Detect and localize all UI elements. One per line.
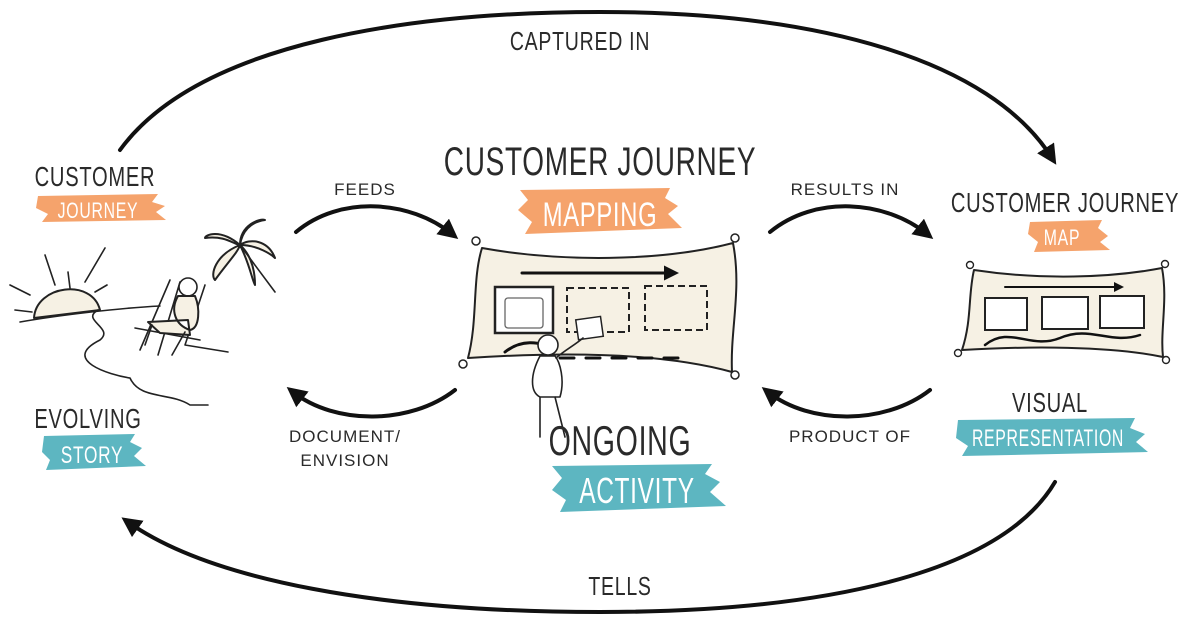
svg-text:EVOLVING: EVOLVING bbox=[34, 404, 141, 435]
suitcase-icon bbox=[504, 297, 544, 329]
teal-brush bbox=[956, 418, 1148, 456]
suitcase-card bbox=[493, 285, 555, 335]
document-envision-arrow bbox=[286, 387, 457, 419]
node-ongoing-activity: ONGOING ACTIVITY bbox=[549, 416, 726, 512]
svg-text:STORY: STORY bbox=[61, 442, 123, 468]
svg-text:CUSTOMER JOURNEY: CUSTOMER JOURNEY bbox=[444, 140, 756, 184]
node-customer-journey-mapping: CUSTOMER JOURNEY MAPPING bbox=[444, 140, 756, 234]
tells-label: TELLS bbox=[588, 571, 651, 600]
product-of-label: PRODUCT OF bbox=[789, 427, 911, 446]
node-visual-representation: VISUAL REPRESENTATION bbox=[956, 388, 1148, 456]
suitcase-card bbox=[984, 297, 1028, 331]
svg-text:CUSTOMER JOURNEY: CUSTOMER JOURNEY bbox=[951, 188, 1179, 219]
product-of-arrow bbox=[761, 387, 932, 419]
svg-text:VISUAL: VISUAL bbox=[1012, 388, 1088, 419]
node-evolving-story: EVOLVING STORY bbox=[34, 404, 146, 470]
svg-text:CUSTOMER: CUSTOMER bbox=[35, 162, 156, 193]
journey-map-board bbox=[458, 233, 740, 438]
svg-text:ACTIVITY: ACTIVITY bbox=[579, 470, 695, 511]
node-customer-journey: CUSTOMER JOURNEY bbox=[35, 162, 166, 224]
orange-brush bbox=[518, 188, 682, 234]
results-in-label: RESULTS IN bbox=[791, 180, 900, 199]
svg-text:ONGOING: ONGOING bbox=[549, 416, 692, 464]
airplane-card bbox=[1041, 296, 1089, 330]
feeds-label: FEEDS bbox=[334, 180, 396, 199]
results-in-arrow bbox=[768, 204, 934, 240]
sun-icon bbox=[33, 288, 101, 319]
deck-chair-icon bbox=[134, 279, 229, 356]
presenter-icon bbox=[537, 334, 559, 356]
svg-text:REPRESENTATION: REPRESENTATION bbox=[972, 426, 1124, 452]
captured-in-label: CAPTURED IN bbox=[510, 26, 650, 55]
node-customer-journey-map: CUSTOMER JOURNEY MAP bbox=[951, 188, 1179, 252]
customer-journey-map-board bbox=[953, 259, 1171, 365]
teal-brush bbox=[42, 434, 146, 470]
orange-brush bbox=[1028, 220, 1110, 252]
feeds-arrow bbox=[294, 204, 459, 240]
beach-card bbox=[1099, 295, 1145, 329]
person-icon bbox=[178, 277, 198, 297]
svg-text:MAP: MAP bbox=[1044, 227, 1080, 251]
captured-in-arrow bbox=[118, 9, 1057, 165]
document-label-line1: DOCUMENT/ bbox=[289, 427, 401, 446]
teal-brush bbox=[552, 464, 726, 512]
tells-arrow bbox=[121, 480, 1057, 615]
orange-brush bbox=[36, 194, 166, 222]
svg-text:MAPPING: MAPPING bbox=[543, 196, 658, 234]
svg-text:JOURNEY: JOURNEY bbox=[58, 200, 139, 224]
palm-tree-icon bbox=[204, 218, 276, 286]
document-label-line2: ENVISION bbox=[300, 451, 389, 470]
airplane-card bbox=[574, 315, 605, 341]
beach-illustration bbox=[9, 218, 276, 406]
